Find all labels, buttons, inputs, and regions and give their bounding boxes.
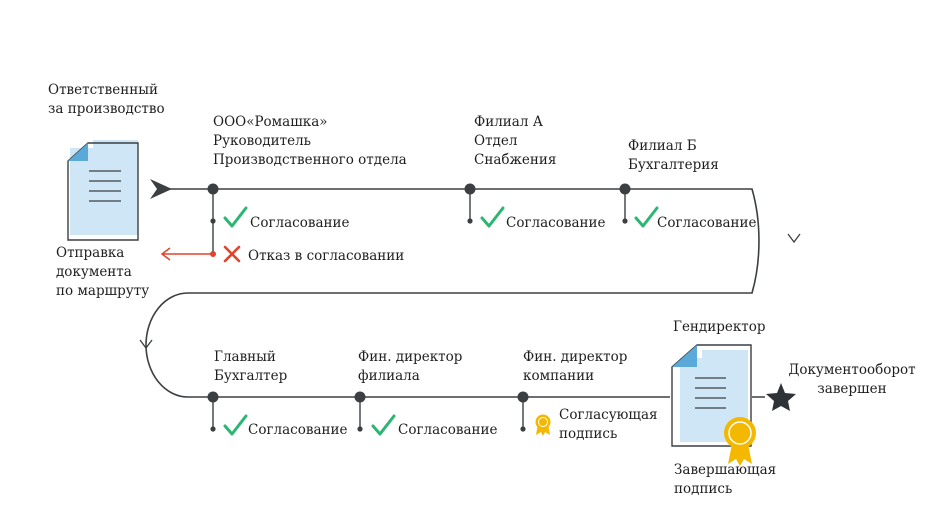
cross-icon <box>223 245 241 263</box>
stage-filial-b-node <box>619 183 631 195</box>
stage-result-fin-director-filial: Согласование <box>398 422 498 438</box>
final-document-icon <box>671 344 756 466</box>
check-icon <box>634 206 659 228</box>
dispatch-label: Отправка документа по маршруту <box>56 245 150 299</box>
stage-romashka-node <box>207 183 219 195</box>
check-icon <box>480 206 505 228</box>
stage-filial-b-stem-dot <box>622 218 628 224</box>
stage-result-filial-a: Согласование <box>506 215 606 231</box>
route-line <box>145 188 765 398</box>
stage-title-filial-b: Филиал Б Бухгалтерия <box>628 138 719 173</box>
seal-icon <box>535 414 551 430</box>
stage-chief-accountant-node <box>207 391 219 403</box>
final-title: Гендиректор <box>673 319 766 335</box>
start-chevron-icon <box>150 179 172 199</box>
rejection-label: Отказ в согласовании <box>248 248 405 264</box>
start-document-icon <box>67 140 139 241</box>
stage-result-chief-accountant: Согласование <box>248 422 348 438</box>
route-arrow-right <box>787 233 801 244</box>
responsible-label: Ответственный за производство <box>48 82 165 117</box>
stage-filial-a-node <box>464 183 476 195</box>
stage-result-filial-b: Согласование <box>657 215 757 231</box>
reject-arrow <box>160 247 213 261</box>
stage-title-filial-a: Филиал А Отдел Снабжения <box>474 114 557 168</box>
check-icon <box>371 414 396 436</box>
stage-fin-director-company-node <box>517 391 529 403</box>
star-icon <box>766 383 796 411</box>
route-arrow-left <box>139 339 153 350</box>
stage-title-fin-director-filial: Фин. директор филиала <box>358 349 463 384</box>
stage-title-romashka: ООО«Ромашка» Руководитель Производственн… <box>213 114 407 168</box>
stage-fin-director-filial-node <box>354 391 366 403</box>
stage-result-romashka: Согласование <box>250 215 350 231</box>
check-icon <box>223 414 248 436</box>
stage-title-chief-accountant: Главный Бухгалтер <box>214 349 288 384</box>
stage-filial-a-stem-dot <box>467 218 473 224</box>
final-signature-label: Завершающая подпись <box>674 462 777 497</box>
stage-romashka-reject-dot <box>210 251 216 257</box>
stage-result-fin-director-company: Согласующая подпись <box>559 407 658 442</box>
seal-icon-ring <box>538 417 548 427</box>
stage-chief-accountant-stem-dot <box>210 426 216 432</box>
completed-label: Документооборот завершен <box>788 362 916 397</box>
stage-fin-director-company-stem-dot <box>520 426 526 432</box>
check-icon <box>223 206 248 228</box>
stage-fin-director-filial-stem-dot <box>357 426 363 432</box>
stage-title-fin-director-company: Фин. директор компании <box>523 349 628 384</box>
